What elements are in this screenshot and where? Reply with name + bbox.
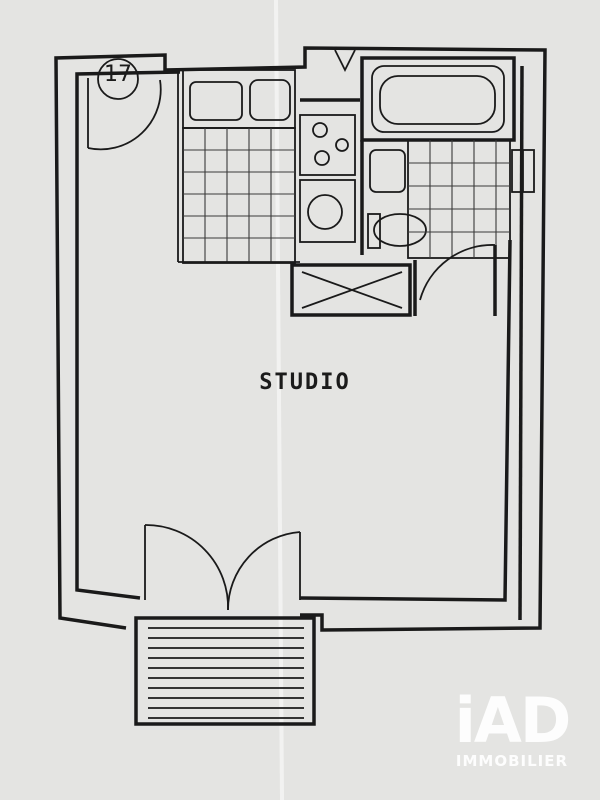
cupboard	[290, 263, 412, 317]
sink-right-icon	[249, 79, 291, 121]
washbasin-icon	[369, 149, 406, 193]
unit-number: 17	[104, 62, 132, 87]
burner-icon	[312, 122, 328, 138]
chimney-flue-icon	[334, 49, 356, 73]
sink-left-icon	[189, 81, 243, 121]
bathroom-door-swing	[419, 244, 496, 301]
paper-fold-vertical	[274, 0, 284, 800]
door-swing-left	[144, 524, 229, 611]
cooktop-icon	[299, 114, 356, 176]
bathtub-inner-icon	[379, 75, 496, 125]
toilet-icon	[373, 213, 427, 247]
bathroom	[360, 56, 535, 316]
brand-watermark: iAD IMMOBILIER	[432, 684, 592, 771]
kitchen	[177, 49, 360, 264]
bathtub-icon	[371, 65, 505, 133]
washer-drum-icon	[307, 194, 343, 230]
burner-icon	[335, 138, 349, 152]
washing-machine-icon	[299, 179, 356, 243]
outer-walls	[54, 46, 547, 632]
brand-logo: iAD	[454, 684, 572, 757]
unit-number-circle	[97, 58, 139, 100]
balcony-steps	[134, 616, 316, 726]
entry-door-swing	[87, 79, 162, 151]
toilet-tank-icon	[367, 213, 381, 249]
room-label-studio: STUDIO	[259, 370, 351, 395]
brand-subtitle: IMMOBILIER	[455, 752, 569, 770]
door-swing-right	[227, 531, 301, 611]
french-doors	[144, 524, 301, 611]
burner-icon	[314, 150, 330, 166]
bathroom-wall-tiles	[407, 139, 511, 259]
cupboard-cross-icon	[301, 271, 403, 309]
kitchen-wall-tiles	[182, 127, 296, 264]
